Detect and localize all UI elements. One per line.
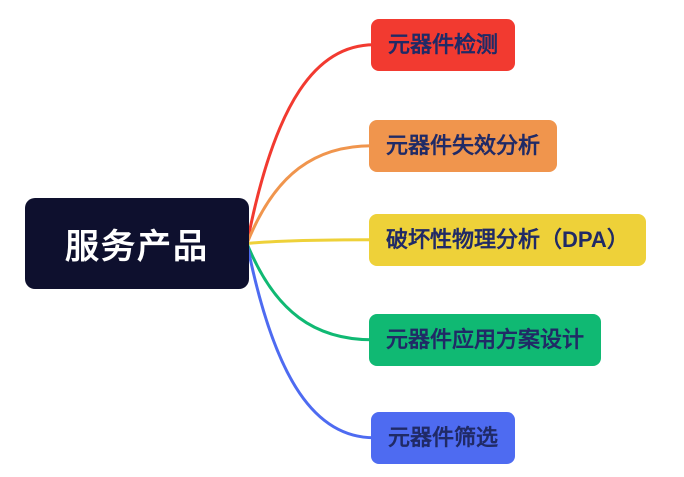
edge-application-design	[245, 242, 374, 342]
edge-failure-analysis	[245, 144, 374, 245]
root-node[interactable]: 服务产品	[25, 198, 249, 289]
node-failure-analysis[interactable]: 元器件失效分析	[369, 120, 558, 172]
edge-component-testing	[245, 43, 376, 245]
root-node-label: 服务产品	[65, 228, 209, 266]
node-component-screening[interactable]: 元器件筛选	[371, 412, 516, 464]
node-label: 元器件应用方案设计	[386, 327, 585, 352]
node-component-testing[interactable]: 元器件检测	[371, 19, 516, 71]
edge-dpa-analysis	[245, 238, 374, 245]
node-label: 破坏性物理分析（DPA）	[386, 227, 629, 252]
node-dpa-analysis[interactable]: 破坏性物理分析（DPA）	[369, 214, 646, 266]
node-application-design[interactable]: 元器件应用方案设计	[369, 314, 602, 366]
edge-component-screening	[245, 242, 376, 440]
node-label: 元器件检测	[388, 32, 499, 57]
node-label: 元器件失效分析	[386, 133, 541, 158]
node-label: 元器件筛选	[388, 425, 499, 450]
